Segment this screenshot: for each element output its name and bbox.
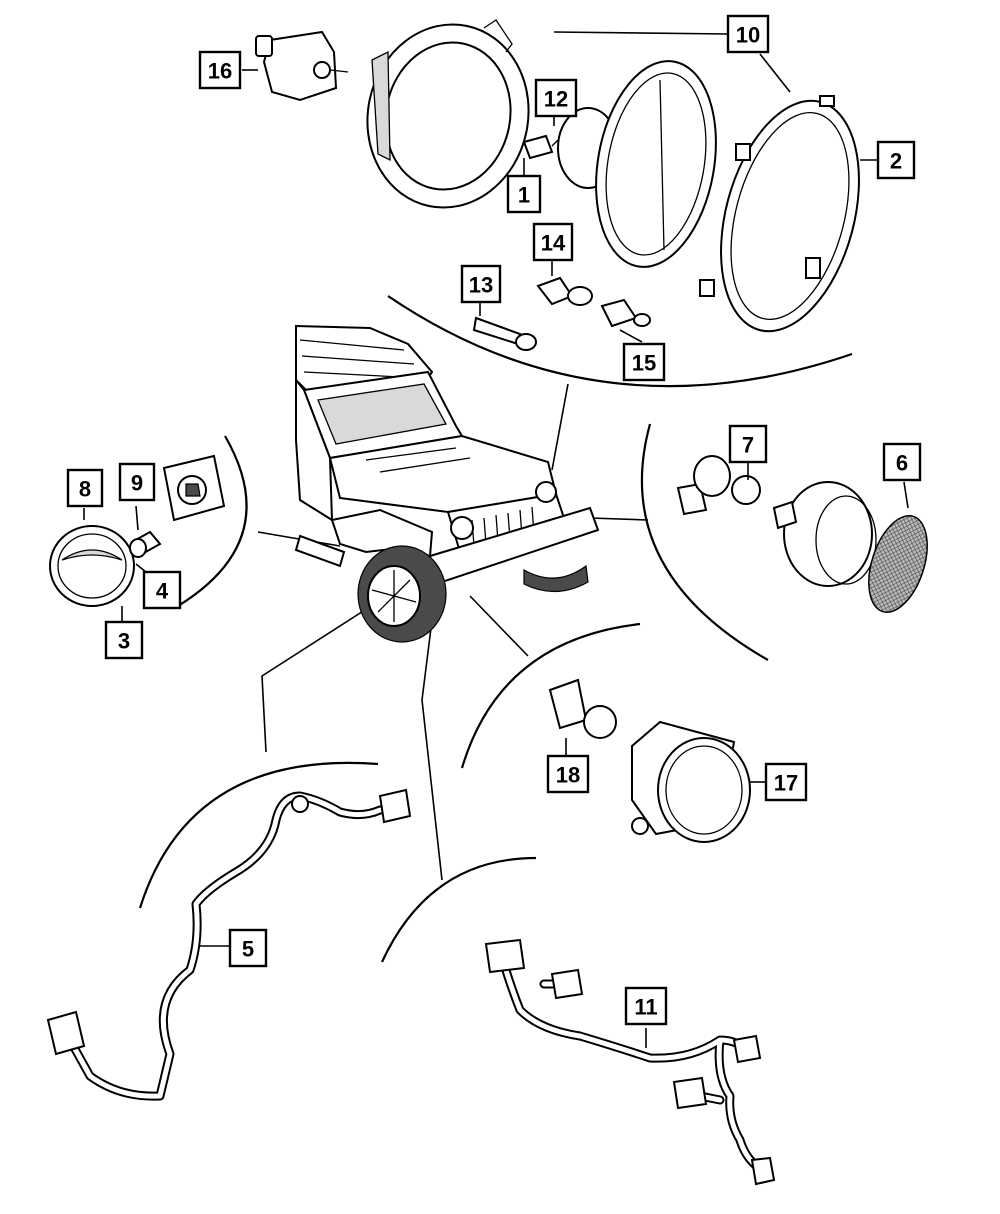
side-lamp-socket [162,454,226,522]
callout-5: 5 [228,928,268,968]
callout-box [622,342,666,382]
turn-lamp-housing [772,481,877,587]
callout-17: 17 [764,762,808,802]
callout-12: 12 [534,78,578,118]
headlamp-trim-ring [699,95,860,333]
callout-number: 10 [736,23,760,48]
callout-6: 6 [882,442,922,482]
callout-box [546,754,590,794]
callout-7: 7 [728,424,768,464]
callout-1: 1 [506,174,542,214]
section-arcs [138,295,853,963]
fog-lamp-group [548,678,751,843]
turn-bulb-socket [676,455,761,516]
callout-box [104,620,144,660]
callout-18: 18 [546,754,590,794]
headlamp-assembly-group [255,19,860,351]
headlamp-bucket [366,19,530,209]
callout-box [66,468,104,508]
callout-number: 18 [556,763,580,788]
callout-number: 11 [634,995,657,1020]
side-lamp-bulb [129,530,162,558]
callout-4: 4 [142,570,182,610]
side-lamp-group [49,454,226,607]
callout-15: 15 [622,342,666,382]
callout-box [534,78,578,118]
callout-13: 13 [460,264,502,304]
callout-box [876,140,916,180]
callout-9: 9 [118,462,156,502]
callout-leaders [83,31,909,1048]
callout-11: 11 [624,986,668,1026]
callout-2: 2 [876,140,916,180]
callout-box [624,986,668,1026]
bulb-14 [536,276,593,306]
headlamp-unit [557,60,717,268]
callout-8: 8 [66,468,104,508]
callout-box [882,442,922,482]
leveling-motor [255,30,349,102]
callout-box [228,928,268,968]
callout-number: 7 [742,433,754,458]
callout-number: 3 [118,629,130,654]
vehicle-illustration [294,324,600,643]
callout-10: 10 [726,14,770,54]
bulb-15 [600,298,651,328]
callout-number: 15 [632,351,656,376]
callout-number: 2 [890,149,902,174]
callout-number: 1 [518,183,530,208]
callout-number: 14 [541,231,566,256]
callout-box [142,570,182,610]
callout-box [532,222,574,262]
callout-number: 13 [469,273,493,298]
turn-lamp-group [676,455,928,613]
callout-number: 9 [131,471,143,496]
callout-box [764,762,808,802]
callout-box [726,14,770,54]
callout-number: 4 [156,579,169,604]
callout-box [728,424,768,464]
callout-number: 12 [544,87,568,112]
callout-number: 17 [774,771,798,796]
wiring-harness-right [484,938,776,1186]
callout-box [118,462,156,502]
fog-lamp-housing [631,720,751,843]
callout-3: 3 [104,620,144,660]
callout-number: 16 [208,59,232,84]
callout-box [460,264,502,304]
callout-number: 5 [242,937,254,962]
callout-16: 16 [198,50,242,90]
callout-number: 6 [896,451,908,476]
detail-leaders [257,383,649,881]
fog-bulb [548,678,617,739]
wiring-harness-left [46,788,412,1101]
turn-lamp-lens [868,515,928,613]
callout-box [198,50,242,90]
bulb-13 [472,316,537,351]
callout-box [506,174,542,214]
callout-14: 14 [532,222,574,262]
callout-number: 8 [79,477,91,502]
side-lamp-lens [49,525,135,607]
